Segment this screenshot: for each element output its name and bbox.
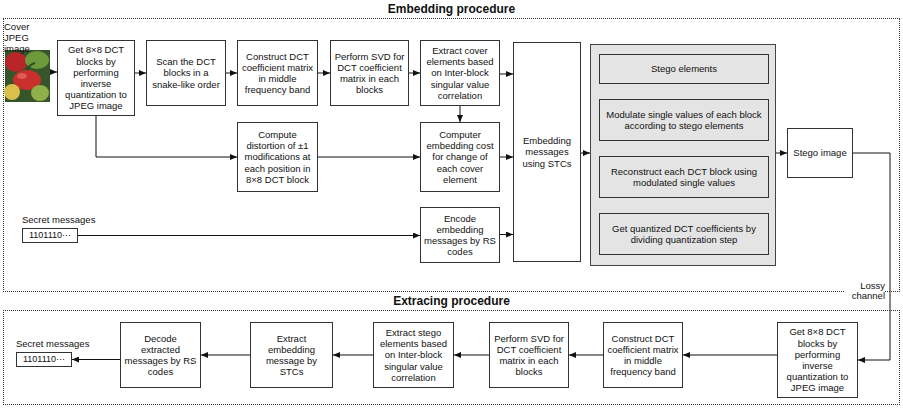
flow-arrow [500,74,513,75]
stego-group-panel: Stego elementsModulate single values of … [590,44,776,266]
process-box: Perform SVD for DCT coefficient matrix i… [330,40,409,106]
process-box: Scan the DCT blocks in a snake-like orde… [146,40,226,106]
process-box: Compute distortion of ±1 modifications a… [237,122,318,192]
box-text: Scan the DCT blocks in a snake-like orde… [150,56,222,90]
message-heading: Secret messages [22,214,95,226]
box-text: Reconstruct each DCT block using modulat… [603,166,765,188]
box-text: Extract stego elements based on Inter-bl… [377,327,450,383]
procedure-region: Extracing procedureGet 8×8 DCT blocks by… [3,294,900,405]
box-text: Encode embedding messages by RS codes [424,213,496,258]
box-text: Decode extracted messages by RS codes [124,333,197,378]
flow-arrow [318,157,420,158]
flow-arrow [135,73,146,74]
flow-arrow [318,73,330,74]
flow-arrow [569,355,603,356]
message-bits: 1101110··· [16,352,72,367]
box-text: Stego image [793,147,846,158]
flow-arrow [454,355,489,356]
process-box: Encode embedding messages by RS codes [420,207,500,263]
message-bits: 1101110··· [22,228,78,243]
box-text: Embedding messages using STCs [517,135,577,169]
cover-image: Cover JPEG image [4,22,51,104]
process-box: Construct DCT coefficient matrix in midd… [603,322,683,388]
process-box: Get quantized DCT coefficients by dividi… [599,213,769,255]
secret-message: Secret messages 1101110··· [22,214,114,248]
region-heading: Extracing procedure [3,294,900,308]
flow-arrow [333,355,373,356]
process-box: Extract cover elements based on Inter-bl… [420,40,500,106]
process-box: Stego elements [599,54,769,84]
flow-arrow [226,73,237,74]
flow-arrow [500,157,513,158]
box-text: Modulate single values of each block acc… [603,109,765,131]
box-text: Get quantized DCT coefficients by dividi… [603,223,765,245]
message-heading: Secret messages [16,338,89,350]
picture-ground [5,50,50,102]
process-box: Stego image [787,128,853,178]
pepper-stem [27,63,35,70]
image-caption: Cover JPEG image [4,22,51,55]
region-heading: Embedding procedure [3,2,900,16]
process-box: Construct DCT coefficient matrix in midd… [237,40,318,106]
box-text: Computer embedding cost for change of ea… [424,129,496,185]
process-box: Reconstruct each DCT block using modulat… [599,156,769,198]
flow-arrow [776,153,787,154]
peppers-picture [4,50,50,102]
process-box: Modulate single values of each block acc… [599,99,769,141]
box-text: Stego elements [651,63,717,74]
flow-arrow [72,359,120,360]
flow-arrow [96,116,237,157]
flow-arrow [460,106,461,122]
process-box: Get 8×8 DCT blocks by performing inverse… [777,322,858,398]
flow-arrow [853,153,890,360]
flow-arrow [581,153,590,154]
connector-group [51,72,890,360]
flow-arrow [500,234,513,235]
box-text: Construct DCT coefficient matrix in midd… [241,51,314,96]
process-box: Decode extracted messages by RS codes [120,322,201,388]
process-box: Extract embedding message by STCs [250,322,333,388]
process-box: Embedding messages using STCs [513,42,581,262]
box-text: Extract embedding message by STCs [254,333,329,378]
flow-arrow [78,235,420,236]
pepper-green [31,85,49,101]
pepper-highlight [17,73,27,79]
box-text: Perform SVD for DCT coefficient matrix i… [334,51,405,96]
pepper-red [5,52,27,72]
box-text: Extract cover elements based on Inter-bl… [424,45,496,101]
edge-label: Lossy channel [845,281,885,302]
flow-arrow [683,355,777,356]
flow-arrow [409,73,420,74]
box-text: Perform SVD for DCT coefficient matrix i… [493,333,565,378]
pepper-yellow [4,84,20,100]
process-box: Extract stego elements based on Inter-bl… [373,322,454,388]
process-box: Get 8×8 DCT blocks by performing inverse… [57,40,135,116]
procedure-region: Embedding procedureCover JPEG imageGet 8… [3,2,900,292]
process-box: Perform SVD for DCT coefficient matrix i… [489,322,569,388]
box-text: Get 8×8 DCT blocks by performing inverse… [781,326,854,393]
box-text: Compute distortion of ±1 modifications a… [241,129,314,185]
flow-arrow [201,355,250,356]
box-text: Construct DCT coefficient matrix in midd… [607,333,679,378]
process-box: Computer embedding cost for change of ea… [420,122,500,192]
secret-message: Secret messages 1101110··· [16,338,108,372]
box-text: Get 8×8 DCT blocks by performing inverse… [61,44,131,111]
